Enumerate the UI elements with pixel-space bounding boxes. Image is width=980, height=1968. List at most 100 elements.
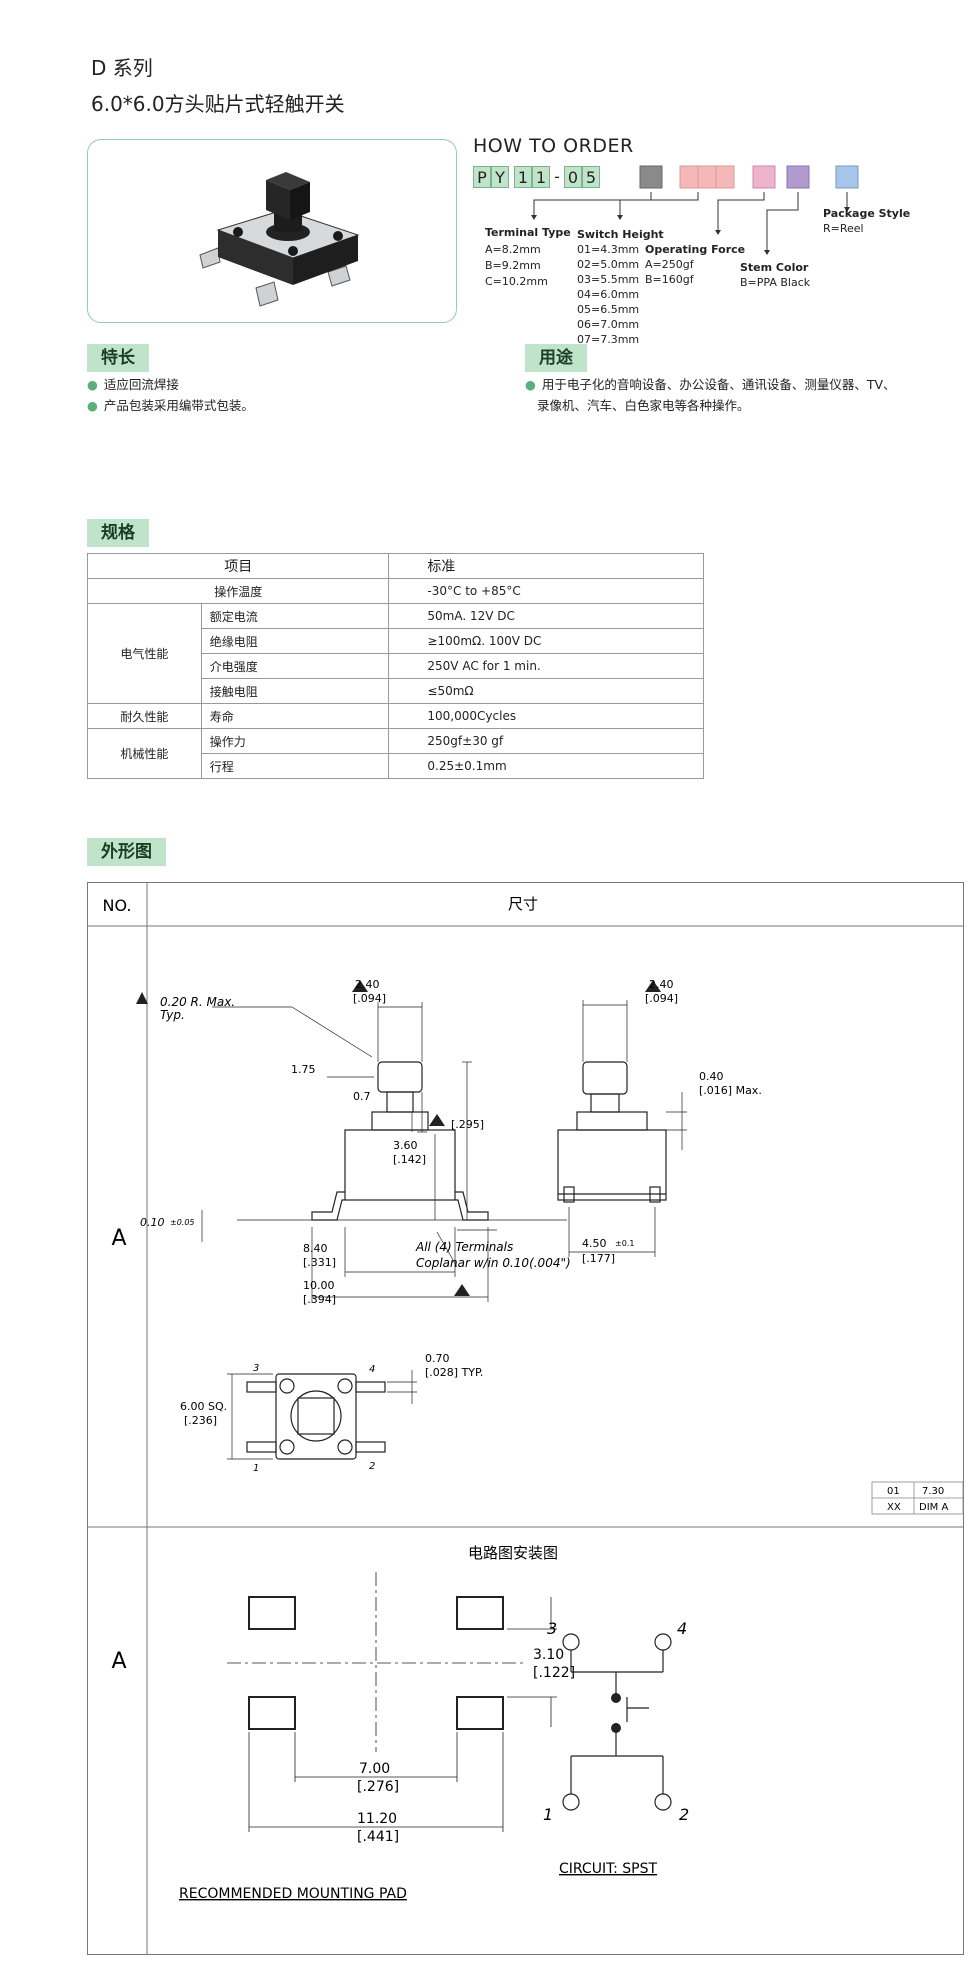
pin-label: 4 bbox=[677, 1619, 687, 1638]
dim-value: [.236] bbox=[184, 1414, 217, 1427]
dim-value: [.177] bbox=[582, 1252, 615, 1265]
row-label: A bbox=[111, 1226, 126, 1251]
terminal-type-title: Terminal Type bbox=[485, 226, 571, 239]
drawing2-title: 电路图安装图 bbox=[468, 1544, 558, 1562]
coplanar-note: Coplanar w/in 0.10(.004") bbox=[416, 1256, 571, 1270]
usage-line: 录像机、汽车、白色家电等各种操作。 bbox=[537, 398, 750, 413]
switch-height-option: 01=4.3mm bbox=[577, 243, 640, 256]
stem-color-legend: Stem Color B=PPA Black bbox=[740, 261, 810, 290]
pin-label: 3 bbox=[547, 1619, 557, 1638]
spec-head-row: 项目 标准 bbox=[86, 553, 704, 579]
stem-color-title: Stem Color bbox=[740, 261, 809, 274]
rev-cell: DIM A bbox=[919, 1502, 948, 1513]
usage-line-text: 用于电子化的音响设备、办公设备、通讯设备、测量仪器、TV、 bbox=[541, 377, 896, 392]
top-view bbox=[227, 1370, 417, 1460]
dim-value: [.331] bbox=[303, 1256, 336, 1269]
code-dash: - bbox=[554, 167, 560, 186]
table-row: 绝缘电阻 ≥100mΩ. 100V DC bbox=[88, 628, 704, 654]
rev-cell: XX bbox=[887, 1502, 901, 1513]
pin-label: 3 bbox=[253, 1363, 259, 1374]
dim-value: [.295] bbox=[451, 1118, 484, 1131]
pin-label: 2 bbox=[369, 1461, 375, 1472]
dim-value: [.394] bbox=[303, 1293, 336, 1306]
dim-value: 0.7 bbox=[353, 1090, 371, 1103]
features-item-text: 产品包装采用编带式包装。 bbox=[103, 398, 254, 413]
dim-tolerance: ±0.1 bbox=[615, 1239, 634, 1248]
spec-tag: 规格 bbox=[87, 519, 149, 547]
product-title: 6.0*6.0方头贴片式轻触开关 bbox=[91, 92, 345, 116]
usage-tag: 用途 bbox=[525, 344, 587, 372]
dim-value: [.094] bbox=[645, 992, 678, 1005]
features-item: ●适应回流焊接 bbox=[87, 374, 254, 395]
switch-height-box bbox=[697, 165, 717, 189]
switch-height-option: 05=6.5mm bbox=[577, 303, 640, 316]
table-row: 操作温度 -30°C to +85°C bbox=[86, 578, 704, 604]
spec-value: ≤50mΩ bbox=[388, 678, 704, 704]
spec-item: 介电强度 bbox=[200, 653, 390, 679]
table-row: 行程 0.25±0.1mm bbox=[88, 753, 704, 779]
spec-item: 绝缘电阻 bbox=[200, 628, 390, 654]
spec-value: 0.25±0.1mm bbox=[388, 753, 704, 779]
table-row: 机械性能 操作力 250gf±30 gf bbox=[87, 728, 704, 779]
series-label: D 系列 bbox=[91, 56, 153, 80]
operating-force-option: B=160gf bbox=[645, 273, 694, 286]
dim-value: [.142] bbox=[393, 1153, 426, 1166]
terminal-type-box bbox=[639, 165, 663, 189]
usage-line: ●用于电子化的音响设备、办公设备、通讯设备、测量仪器、TV、 bbox=[525, 374, 896, 395]
pin-label: 2 bbox=[679, 1805, 689, 1824]
order-code-diagram bbox=[531, 165, 859, 255]
code-cell: P bbox=[473, 166, 491, 188]
pin-label: 1 bbox=[543, 1805, 553, 1824]
spec-value: -30°C to +85°C bbox=[388, 578, 704, 604]
dim-value: 11.20 bbox=[357, 1811, 397, 1827]
table-row: 电气性能 额定电流 50mA. 12V DC bbox=[87, 603, 704, 704]
rev-cell: 7.30 bbox=[922, 1486, 944, 1497]
coplanar-note: All (4) Terminals bbox=[415, 1240, 513, 1254]
switch-height-option: 04=6.0mm bbox=[577, 288, 640, 301]
dim-value: [.016] Max. bbox=[699, 1084, 762, 1097]
package-style-title: Package Style bbox=[823, 207, 911, 220]
package-style-box bbox=[835, 165, 859, 189]
spec-item: 行程 bbox=[200, 753, 390, 779]
operating-force-box bbox=[752, 165, 776, 189]
terminal-type-option: A=8.2mm bbox=[485, 243, 541, 256]
dim-value: [.276] bbox=[357, 1779, 399, 1795]
spec-value: ≥100mΩ. 100V DC bbox=[388, 628, 704, 654]
dim-value: [.441] bbox=[357, 1829, 399, 1845]
bullet-icon: ● bbox=[87, 398, 98, 413]
dim-value: 0.40 bbox=[699, 1070, 724, 1083]
dim-value: 1.75 bbox=[291, 1063, 316, 1076]
table-row: 耐久性能 寿命 100,000Cycles bbox=[87, 703, 704, 729]
product-photo bbox=[199, 172, 360, 307]
dim-value: [.028] TYP. bbox=[425, 1366, 483, 1379]
package-style-legend: Package Style R=Reel bbox=[823, 207, 910, 236]
switch-height-box bbox=[715, 165, 735, 189]
bullet-icon: ● bbox=[87, 377, 98, 392]
dim-value: [.122] bbox=[533, 1665, 575, 1681]
spec-head-item: 项目 bbox=[86, 553, 390, 579]
spec-item: 操作力 bbox=[200, 728, 390, 754]
dim-radius-note: 0.20 R. Max. bbox=[160, 995, 235, 1009]
spec-item: 额定电流 bbox=[200, 603, 390, 629]
spec-value: 250gf±30 gf bbox=[388, 728, 704, 754]
how-to-order-heading: HOW TO ORDER bbox=[473, 135, 634, 157]
spec-item: 操作温度 bbox=[86, 578, 390, 604]
code-cell: 5 bbox=[582, 166, 600, 188]
circuit-diagram bbox=[562, 1633, 672, 1811]
terminal-type-option: C=10.2mm bbox=[485, 275, 548, 288]
dim-value: 10.00 bbox=[303, 1279, 335, 1292]
pad-label: RECOMMENDED MOUNTING PAD bbox=[179, 1886, 407, 1902]
dim-value: 2.40 bbox=[649, 978, 674, 991]
dim-value: 0.10 bbox=[140, 1216, 165, 1229]
circuit-label: CIRCUIT: SPST bbox=[559, 1861, 657, 1877]
spec-item: 接触电阻 bbox=[200, 678, 390, 704]
stem-color-option: B=PPA Black bbox=[740, 276, 811, 289]
pin-label: 4 bbox=[369, 1364, 375, 1375]
dim-value: 4.50 bbox=[582, 1237, 607, 1250]
dim-value: 3.60 bbox=[393, 1139, 418, 1152]
spec-group: 机械性能 bbox=[87, 728, 202, 779]
dim-value: [.094] bbox=[353, 992, 386, 1005]
spec-value: 50mA. 12V DC bbox=[388, 603, 704, 629]
operating-force-title: Operating Force bbox=[645, 243, 746, 256]
switch-height-option: 06=7.0mm bbox=[577, 318, 640, 331]
